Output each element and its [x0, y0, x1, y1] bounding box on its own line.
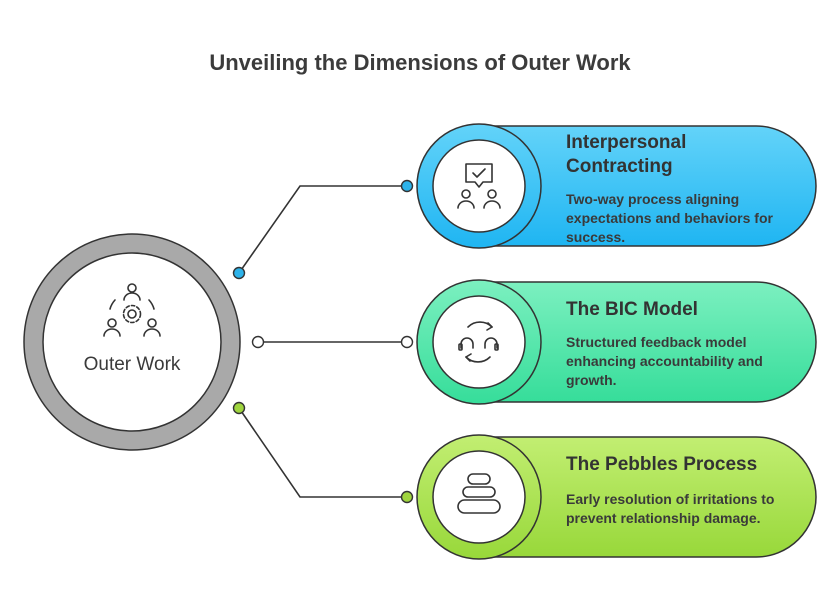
team-gear-icon	[103, 283, 161, 337]
card-1-description: Two-way process aligning expectations an…	[566, 191, 773, 245]
connector-dot-hub-3	[232, 401, 246, 415]
diagram-title: Unveiling the Dimensions of Outer Work	[209, 50, 631, 75]
connector-dot-card-2	[400, 335, 414, 349]
connector-dot-card-1	[400, 179, 414, 193]
feedback-cycle-icon	[458, 321, 499, 363]
connector-dot-card-3	[400, 490, 414, 504]
card-3-description: Early resolution of irritations to preve…	[566, 491, 775, 526]
hub-label: Outer Work	[83, 354, 181, 375]
card-2-description: Structured feedback model enhancing acco…	[566, 334, 763, 388]
connector-3	[238, 407, 406, 498]
card-2-title: The BIC Model	[566, 299, 698, 320]
connector-dot-hub-1	[232, 266, 246, 280]
agreement-chat-icon	[457, 163, 501, 209]
stacked-pebbles-icon	[457, 473, 501, 514]
card-1-title: Interpersonal Contracting	[566, 132, 687, 177]
card-bic-model	[416, 279, 817, 405]
card-interpersonal-contracting	[416, 123, 817, 249]
card-3-title: The Pebbles Process	[566, 454, 758, 475]
hub-circle	[23, 233, 241, 451]
connector-1	[238, 185, 406, 274]
connector-dot-hub-2	[251, 335, 265, 349]
